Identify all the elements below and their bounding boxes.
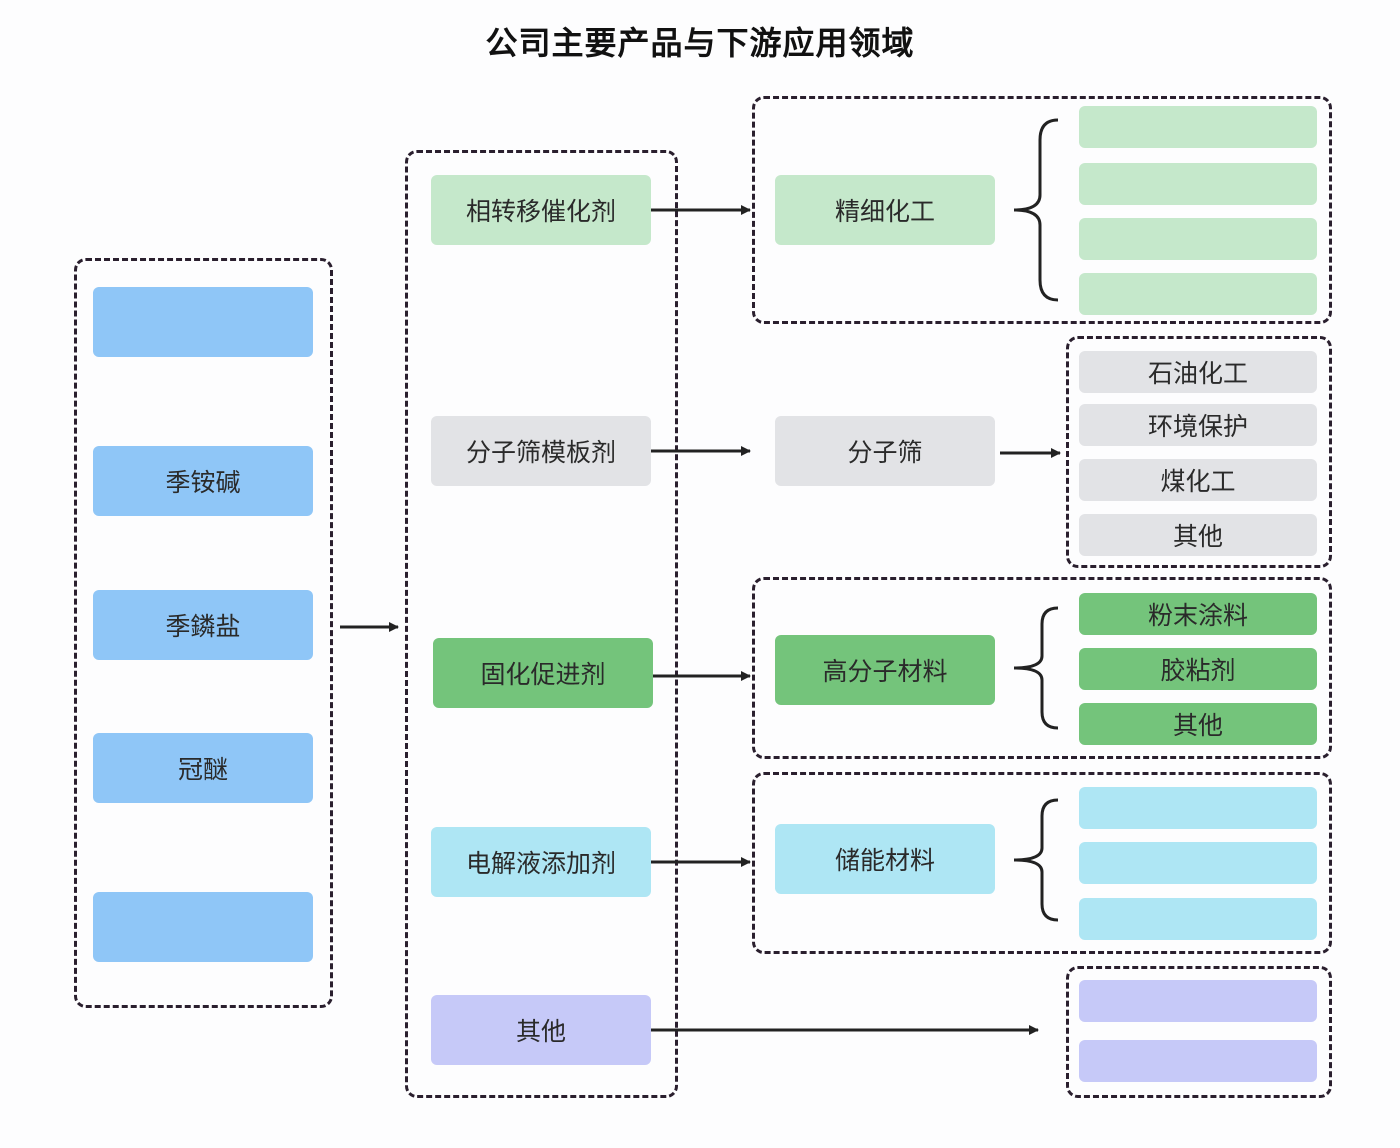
product-node-molecular-sieve-template: 分子筛模板剂 — [431, 416, 651, 486]
diagram-title: 公司主要产品与下游应用领域 — [485, 24, 915, 62]
polymer-end-use: 其他 — [1079, 703, 1317, 745]
energy-storage-end-use — [1079, 787, 1317, 829]
raw-material-node — [93, 287, 313, 357]
fine-chemicals-end-use — [1079, 218, 1317, 260]
product-node-curing-accelerator: 固化促进剂 — [433, 638, 653, 708]
application-node-molecular-sieve: 分子筛 — [775, 416, 995, 486]
product-node-others: 其他 — [431, 995, 651, 1065]
molecular-sieve-end-use: 石油化工 — [1079, 351, 1317, 393]
fine-chemicals-end-use — [1079, 273, 1317, 315]
energy-storage-group — [752, 772, 1332, 954]
raw-material-node: 冠醚 — [93, 733, 313, 803]
raw-material-node: 季铵碱 — [93, 446, 313, 516]
product-node-electrolyte-additive: 电解液添加剂 — [431, 827, 651, 897]
fine-chemicals-group — [752, 96, 1332, 324]
product-node-phase-transfer-catalyst: 相转移催化剂 — [431, 175, 651, 245]
molecular-sieve-end-use-group — [1066, 336, 1332, 568]
energy-storage-end-use — [1079, 898, 1317, 940]
others-end-use — [1079, 980, 1317, 1022]
raw-material-node: 季鏻盐 — [93, 590, 313, 660]
others-end-use — [1079, 1040, 1317, 1082]
application-node-polymer: 高分子材料 — [775, 635, 995, 705]
products-group — [405, 150, 678, 1098]
application-node-energy-storage: 储能材料 — [775, 824, 995, 894]
others-end-use-group — [1066, 966, 1332, 1098]
fine-chemicals-end-use — [1079, 163, 1317, 205]
fine-chemicals-end-use — [1079, 106, 1317, 148]
polymer-end-use: 胶粘剂 — [1079, 648, 1317, 690]
raw-materials-group — [74, 258, 333, 1008]
polymer-end-use: 粉末涂料 — [1079, 593, 1317, 635]
molecular-sieve-end-use: 其他 — [1079, 514, 1317, 556]
raw-material-node — [93, 892, 313, 962]
polymer-group — [752, 577, 1332, 759]
molecular-sieve-end-use: 煤化工 — [1079, 459, 1317, 501]
energy-storage-end-use — [1079, 842, 1317, 884]
application-node-fine-chemicals: 精细化工 — [775, 175, 995, 245]
molecular-sieve-end-use: 环境保护 — [1079, 404, 1317, 446]
